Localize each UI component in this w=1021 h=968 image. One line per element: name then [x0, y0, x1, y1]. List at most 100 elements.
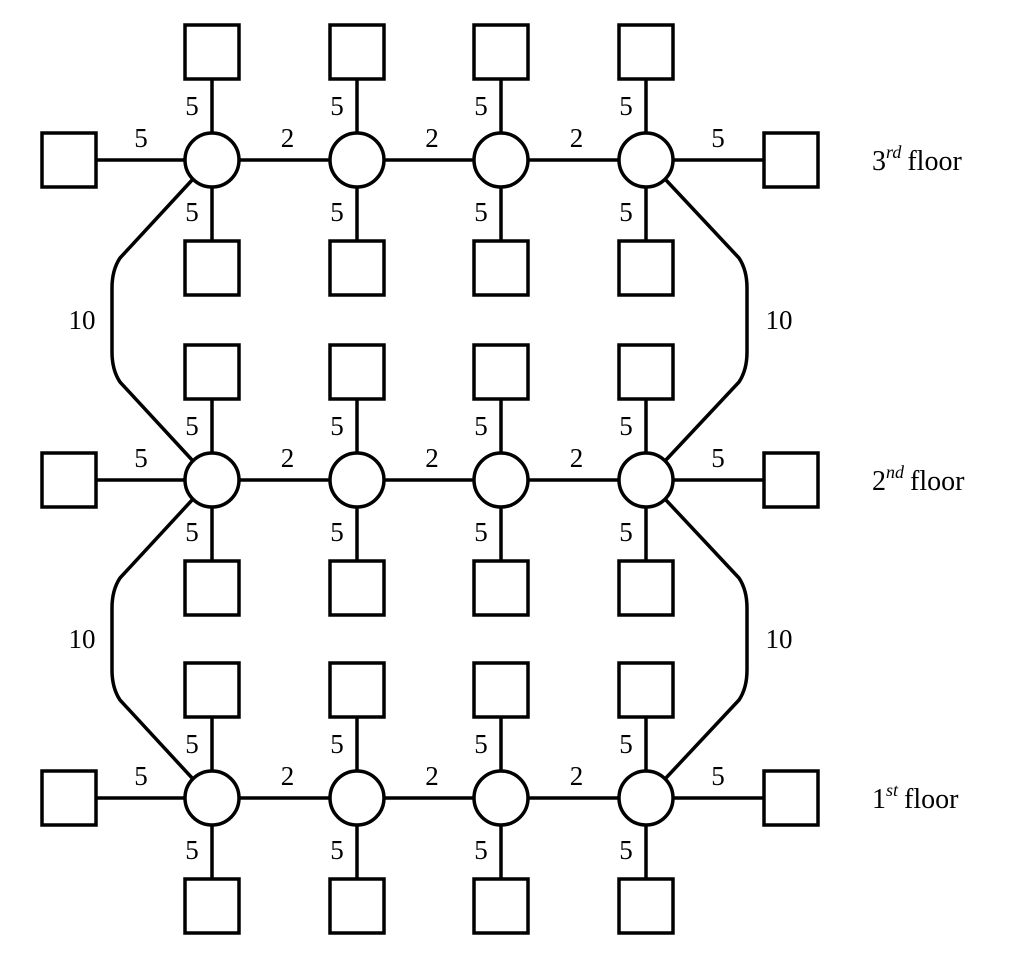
- floor-1-label-number: 1: [872, 784, 886, 815]
- floor-1-up-endpoint-weight-2: 5: [330, 729, 344, 759]
- floor-2-label-suffix: nd: [886, 462, 905, 482]
- floor-1-router-3: [472, 769, 530, 827]
- floor-2-down-endpoint-weight-4: 5: [619, 517, 633, 547]
- floor-2-up-endpoint-node-3: [472, 343, 530, 401]
- floor-2-down-endpoint-weight-2: 5: [330, 517, 344, 547]
- floor-2-router-3: [472, 451, 530, 509]
- floor-1-label-suffix: st: [886, 780, 899, 800]
- floor-3-up-endpoint-weight-3: 5: [474, 91, 488, 121]
- floor-3-right-endpoint-node: [762, 131, 820, 189]
- floor-1-down-endpoint-node-4: [617, 877, 675, 935]
- floor-1-down-endpoint-node-2: [328, 877, 386, 935]
- floor-1-label-word: floor: [904, 784, 959, 815]
- floor-1-router-4: [617, 769, 675, 827]
- floor-1-down-endpoint-weight-3: 5: [474, 835, 488, 865]
- floor-2-to-floor-1-left-weight: 10: [69, 624, 96, 654]
- floor-2-to-floor-1-left-link: [110, 497, 195, 781]
- floor-2-to-floor-1-right-link: [663, 497, 749, 781]
- floor-2-router-2: [328, 451, 386, 509]
- floor-1-right-endpoint-weight: 5: [711, 761, 725, 791]
- floor-2-down-endpoint-node-2: [328, 559, 386, 617]
- floor-1-up-endpoint-weight-1: 5: [185, 729, 199, 759]
- floor-1-up-endpoint-node-4: [617, 661, 675, 719]
- floor-2-up-endpoint-weight-2: 5: [330, 411, 344, 441]
- floor-2-up-endpoint-weight-3: 5: [474, 411, 488, 441]
- floor-2-down-endpoint-weight-3: 5: [474, 517, 488, 547]
- floor-1-up-endpoint-node-2: [328, 661, 386, 719]
- floor-2-router-1: [183, 451, 241, 509]
- floor-3-router-3: [472, 131, 530, 189]
- floor-2-left-endpoint-weight: 5: [134, 443, 148, 473]
- floor-3-up-endpoint-weight-1: 5: [185, 91, 199, 121]
- floor-2-up-endpoint-weight-1: 5: [185, 411, 199, 441]
- floor-2-down-endpoint-node-3: [472, 559, 530, 617]
- floor-3-up-endpoint-node-3: [472, 23, 530, 81]
- floor-3-router-link-weight-2: 2: [425, 123, 439, 153]
- floor-3-left-endpoint-node: [40, 131, 98, 189]
- floor-3-router-link-weight-1: 2: [281, 123, 295, 153]
- floor-1-router-link-weight-2: 2: [425, 761, 439, 791]
- floor-3-down-endpoint-weight-1: 5: [185, 197, 199, 227]
- floor-2-up-endpoint-node-4: [617, 343, 675, 401]
- floor-1-router-1: [183, 769, 241, 827]
- floor-1-up-endpoint-weight-3: 5: [474, 729, 488, 759]
- floor-3-down-endpoint-node-1: [183, 239, 241, 297]
- floor-1-up-endpoint-node-1: [183, 661, 241, 719]
- floor-3-label-word: floor: [907, 146, 962, 177]
- floor-2-up-endpoint-node-2: [328, 343, 386, 401]
- floor-3-to-floor-2-left-link: [110, 177, 195, 463]
- floor-3-down-endpoint-weight-3: 5: [474, 197, 488, 227]
- floor-2-right-endpoint-weight: 5: [711, 443, 725, 473]
- floor-1-down-endpoint-weight-4: 5: [619, 835, 633, 865]
- floor-3-router-link-weight-3: 2: [570, 123, 584, 153]
- floor-2-router-link-weight-3: 2: [570, 443, 584, 473]
- floor-3-to-floor-2-left-weight: 10: [69, 305, 96, 335]
- floor-1-up-endpoint-node-3: [472, 661, 530, 719]
- floor-1-right-endpoint-node: [762, 769, 820, 827]
- floor-3-label-number: 3: [872, 146, 886, 177]
- floor-3-right-endpoint-weight: 5: [711, 123, 725, 153]
- floor-2-left-endpoint-node: [40, 451, 98, 509]
- floor-3-to-floor-2-right-weight: 10: [766, 305, 793, 335]
- floor-2-up-endpoint-node-1: [183, 343, 241, 401]
- floor-1-left-endpoint-node: [40, 769, 98, 827]
- floor-3-label-suffix: rd: [886, 142, 902, 162]
- floor-1-down-endpoint-node-1: [183, 877, 241, 935]
- floor-3-down-endpoint-weight-2: 5: [330, 197, 344, 227]
- floor-1-up-endpoint-weight-4: 5: [619, 729, 633, 759]
- floor-3-up-endpoint-node-2: [328, 23, 386, 81]
- floor-1-router-link-weight-3: 2: [570, 761, 584, 791]
- floor-2-router-link-weight-2: 2: [425, 443, 439, 473]
- floor-2-router-4: [617, 451, 675, 509]
- floor-2-label-number: 2: [872, 466, 886, 497]
- floor-3-left-endpoint-weight: 5: [134, 123, 148, 153]
- floor-3-down-endpoint-node-2: [328, 239, 386, 297]
- floor-1-router-link-weight-1: 2: [281, 761, 295, 791]
- floor-3-router-4: [617, 131, 675, 189]
- nodes-layer: [40, 23, 820, 935]
- floor-3-to-floor-2-right-link: [663, 177, 749, 463]
- floor-3-down-endpoint-weight-4: 5: [619, 197, 633, 227]
- floor-3-router-1: [183, 131, 241, 189]
- floor-2-label-word: floor: [910, 466, 965, 497]
- floor-2-right-endpoint-node: [762, 451, 820, 509]
- floor-3-up-endpoint-weight-4: 5: [619, 91, 633, 121]
- floor-2-router-link-weight-1: 2: [281, 443, 295, 473]
- floor-2-to-floor-1-right-weight: 10: [766, 624, 793, 654]
- floor-1-down-endpoint-weight-2: 5: [330, 835, 344, 865]
- floor-3-up-endpoint-node-4: [617, 23, 675, 81]
- floor-3-router-2: [328, 131, 386, 189]
- floor-3-up-endpoint-weight-2: 5: [330, 91, 344, 121]
- floor-2-down-endpoint-node-1: [183, 559, 241, 617]
- floor-2-down-endpoint-node-4: [617, 559, 675, 617]
- floor-3-up-endpoint-node-1: [183, 23, 241, 81]
- floor-2-down-endpoint-weight-1: 5: [185, 517, 199, 547]
- floor-1-router-2: [328, 769, 386, 827]
- floor-3-down-endpoint-node-3: [472, 239, 530, 297]
